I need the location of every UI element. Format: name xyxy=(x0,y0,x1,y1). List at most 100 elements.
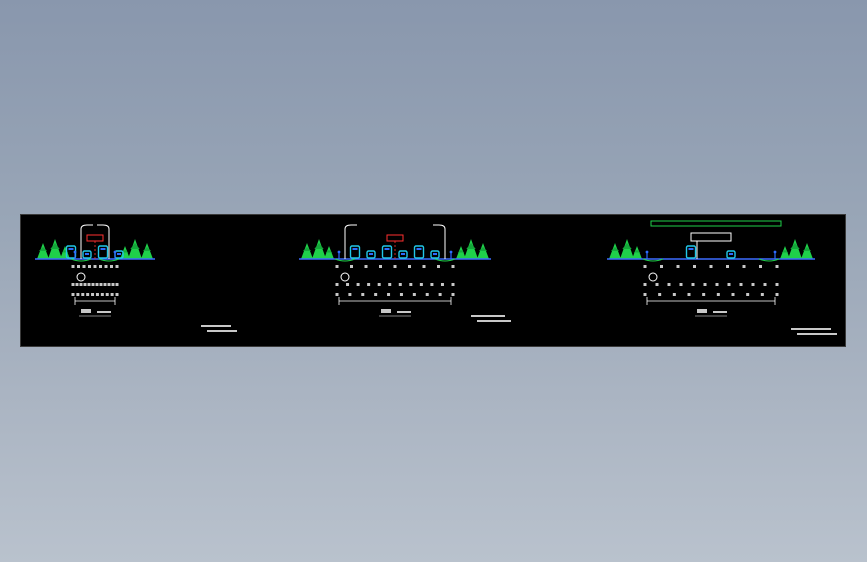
dimension-mark xyxy=(346,283,350,286)
annotation-circle xyxy=(340,272,350,282)
dimension-mark xyxy=(727,283,731,286)
pedestrian-icon xyxy=(773,250,777,254)
dimension-mark xyxy=(79,283,83,286)
dimension-mark xyxy=(667,283,671,286)
dimension-mark xyxy=(99,265,102,268)
tree-icon xyxy=(61,250,69,253)
cross-section-1 xyxy=(35,224,155,317)
note-line xyxy=(797,333,837,335)
tree-icon xyxy=(611,247,619,251)
dimension-mark xyxy=(746,293,750,296)
bus-icon xyxy=(381,245,393,259)
note-line xyxy=(791,328,831,330)
pedestrian-icon xyxy=(113,250,117,254)
street-lamp-icon xyxy=(80,224,93,259)
dimension-mark xyxy=(374,293,378,296)
caption-mark xyxy=(697,309,707,313)
dimension-mark xyxy=(91,293,95,296)
dimension-mark xyxy=(100,293,104,296)
tree-icon xyxy=(39,247,47,251)
dimension-mark xyxy=(775,265,779,268)
dimension-mark xyxy=(364,265,368,268)
dimension-mark xyxy=(71,293,75,296)
tree-icon xyxy=(479,247,487,251)
dimension-mark xyxy=(660,265,663,268)
bridge-deck xyxy=(650,220,782,227)
ditch-line xyxy=(70,258,120,262)
dimension-mark xyxy=(377,283,381,286)
dimension-mark xyxy=(95,283,99,286)
drawing-canvas[interactable] xyxy=(20,214,846,347)
centerline-label-box xyxy=(86,234,104,242)
dimension-mark xyxy=(409,283,413,286)
tree-icon xyxy=(466,243,476,249)
dimension-mark xyxy=(451,283,455,286)
vehicle-window-icon xyxy=(384,248,390,250)
dimension-mark xyxy=(75,283,79,286)
car-icon xyxy=(398,250,408,259)
tree-icon xyxy=(457,250,465,253)
dimension-mark xyxy=(643,283,647,286)
vehicle-window-icon xyxy=(117,253,121,255)
caption-mark xyxy=(97,311,111,313)
dimension-mark xyxy=(111,283,115,286)
street-lamp-icon xyxy=(433,224,446,259)
tree-icon xyxy=(633,250,641,253)
dimension-mark xyxy=(763,283,767,286)
pedestrian-icon xyxy=(645,250,649,254)
note-block xyxy=(791,328,837,335)
dimension-mark xyxy=(81,293,85,296)
dimension-mark xyxy=(422,265,426,268)
dimension-mark xyxy=(335,283,339,286)
dimension-mark xyxy=(687,293,691,296)
dimension-mark xyxy=(438,293,442,296)
caption-mark xyxy=(713,311,727,313)
pedestrian-icon xyxy=(73,250,77,254)
dimension-mark xyxy=(759,265,762,268)
dimension-mark xyxy=(93,265,97,268)
dimension-mark xyxy=(715,283,719,286)
dimension-mark xyxy=(693,265,696,268)
dimension-mark xyxy=(672,293,676,296)
dimension-mark xyxy=(393,265,397,268)
dimension-mark xyxy=(86,293,90,296)
street-lamp-icon xyxy=(97,224,110,259)
dimension-mark xyxy=(702,293,706,296)
dimension-mark xyxy=(412,293,416,296)
vehicle-window-icon xyxy=(401,253,405,255)
dimension-mark xyxy=(408,265,411,268)
dimension-mark xyxy=(643,265,647,268)
dimension-mark xyxy=(367,283,371,286)
pedestrian-icon xyxy=(337,250,341,254)
dimension-mark xyxy=(350,265,353,268)
caption-mark xyxy=(81,309,91,313)
caption-mark xyxy=(397,311,411,313)
dimension-mark xyxy=(83,283,87,286)
dimension-mark xyxy=(76,293,80,296)
dimension-mark xyxy=(655,283,659,286)
car-icon xyxy=(430,250,440,259)
dimension-mark xyxy=(91,283,95,286)
caption-mark xyxy=(381,309,391,313)
bus-icon xyxy=(413,245,425,259)
dimension-mark xyxy=(739,283,743,286)
dimension-mark xyxy=(398,283,402,286)
vehicle-window-icon xyxy=(85,253,89,255)
dimension-mark xyxy=(775,283,779,286)
dimension-mark xyxy=(379,265,382,268)
dimension-mark xyxy=(105,293,109,296)
dimension-mark xyxy=(709,265,713,268)
note-line xyxy=(471,315,505,317)
ditch-line xyxy=(642,258,780,262)
dimension-mark xyxy=(104,265,108,268)
dimension-mark xyxy=(419,283,423,286)
dimension-mark xyxy=(387,293,391,296)
vehicle-window-icon xyxy=(369,253,373,255)
vehicle-window-icon xyxy=(68,248,74,250)
dimension-mark xyxy=(679,283,683,286)
dimension-mark xyxy=(71,283,75,286)
tree-icon xyxy=(622,243,632,249)
dimension-mark xyxy=(95,293,99,296)
vehicle-window-icon xyxy=(688,248,694,250)
street-lamp-icon xyxy=(344,224,357,259)
